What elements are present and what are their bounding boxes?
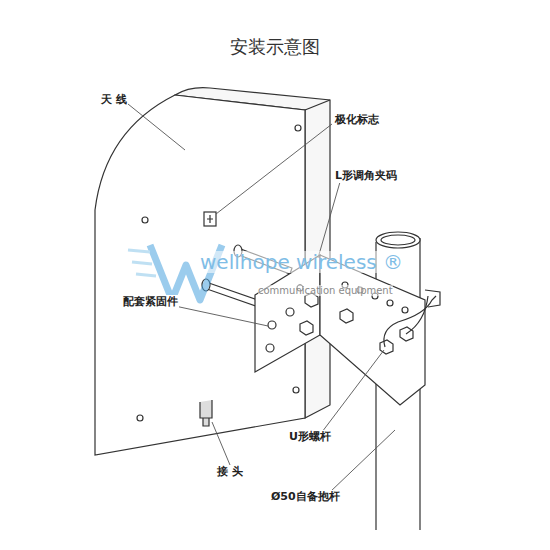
hole [387,300,393,306]
hole [266,344,274,352]
polarization-mark [207,215,213,223]
screw [295,125,301,131]
part-label: 接 头 [216,465,244,478]
pole-bore [381,235,415,245]
leader-line [175,306,268,326]
screw [137,415,143,421]
hole [286,308,294,316]
leader-line [216,124,332,214]
watermark: communication equipment [258,285,393,296]
watermark: wellhope wireless ® [200,251,403,273]
part-label: 天 线 [100,93,128,106]
polarization-mark [204,212,216,226]
watermark-logo [128,250,156,276]
leader-line [128,104,185,150]
screw [142,217,148,223]
u-bolt [384,296,436,347]
connector [200,400,212,426]
nut [340,309,353,323]
leader-line [318,182,340,258]
part-label: 极化标志 [334,113,380,126]
antenna-front [95,95,305,455]
diagram-title: 安装示意图 [230,36,320,58]
hole [268,321,276,329]
nut [380,340,393,354]
u-bolt [406,296,428,334]
u-bolt-clamp [425,290,440,307]
antenna-edge [305,100,330,110]
nut [300,321,313,335]
l-bracket-plate [320,255,425,405]
leader-line [322,350,384,432]
part-label: 配套紧固件 [122,295,179,308]
part-label: U形螺杆 [288,430,332,443]
hole [402,307,408,313]
pole-top [376,232,420,248]
part-label: Ø50自备抱杆 [270,490,341,503]
screw [293,387,299,393]
leader-line [212,422,230,465]
part-label: L形调角夹码 [334,169,398,182]
leader-line [330,430,395,492]
